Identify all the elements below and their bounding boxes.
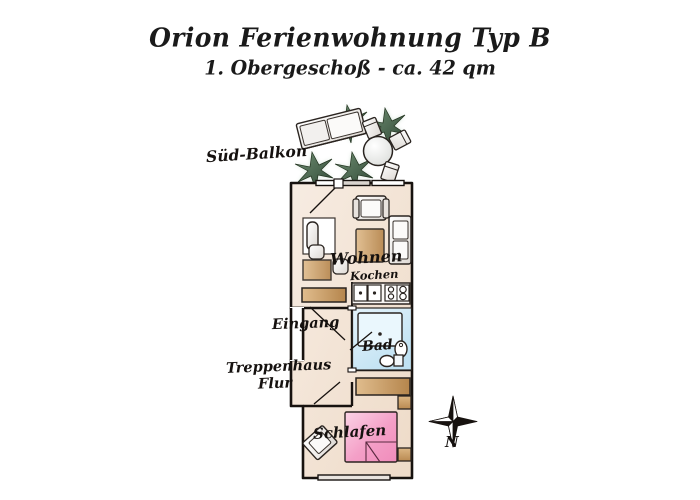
stove-icon: [384, 284, 410, 302]
wardrobe-icon: [355, 377, 411, 396]
chair-icon: [332, 258, 349, 275]
armchair-icon: [302, 425, 338, 461]
nightstand-icon: [397, 447, 412, 462]
chair-icon: [308, 244, 325, 260]
bedroom-furniture: [302, 377, 412, 463]
chair-icon: [388, 129, 412, 151]
living-room-furniture: [301, 195, 412, 303]
coffee-table-icon: [355, 228, 385, 263]
door-swings-group: [309, 305, 373, 405]
compass-star-icon: [428, 395, 478, 448]
toilet-icon: [379, 354, 404, 368]
balcony-furniture-group: [294, 103, 412, 191]
bathroom: [351, 307, 413, 371]
nightstand-icon: [397, 395, 412, 410]
desk-icon: [302, 259, 332, 281]
round-table-icon: [362, 135, 394, 167]
double-bed-icon: [344, 411, 398, 463]
chair-icon: [361, 116, 383, 140]
sofa-icon: [388, 215, 412, 265]
windows-group: [309, 178, 405, 481]
hall-area: [289, 307, 305, 361]
bathtub-icon: [357, 312, 403, 347]
sink-icon: [353, 284, 382, 302]
kitchen-furniture: [351, 282, 411, 305]
sideboard-icon: [301, 287, 347, 303]
sun-lounger-icon: [295, 107, 367, 151]
armchair-icon: [352, 195, 390, 221]
